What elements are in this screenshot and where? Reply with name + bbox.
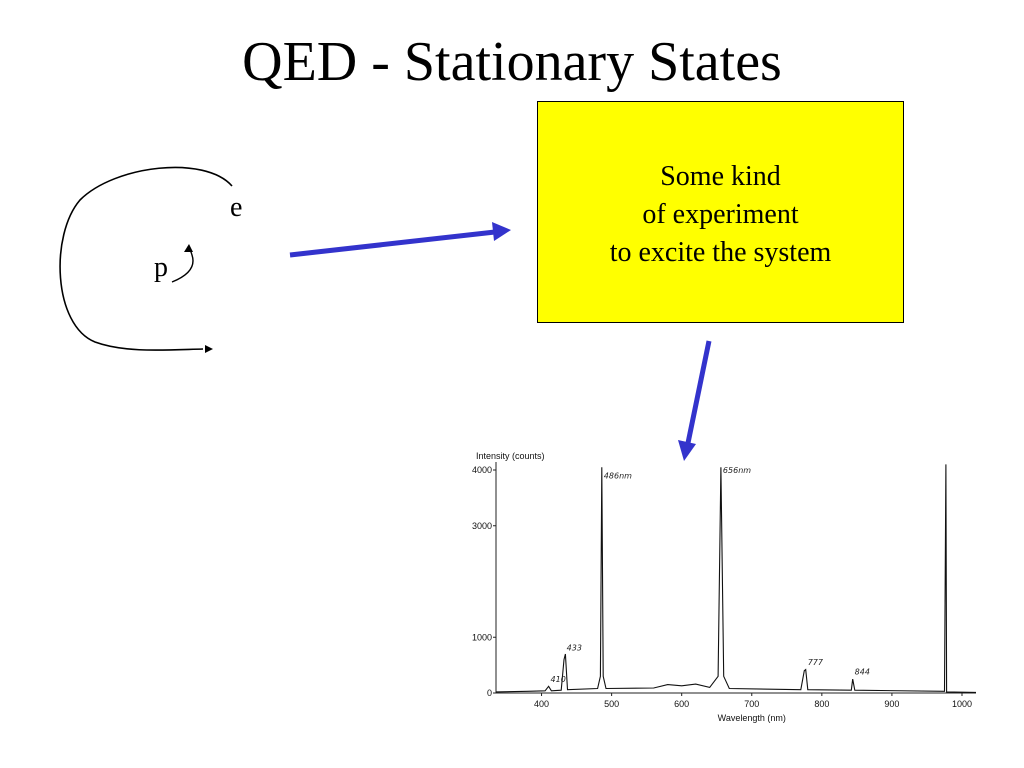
x-tick-label: 700 — [744, 699, 759, 709]
peak-annotation: 433 — [567, 644, 582, 653]
emission-spectrum-chart: 0 1000 3000 4000 400 500 600 700 800 900 1000 Inten… — [466, 440, 986, 740]
orbit-arrowhead — [205, 345, 213, 353]
y-tick-label: 3000 — [472, 521, 492, 531]
peak-annotation: 844 — [855, 668, 870, 677]
experiment-line-1: Some kind — [660, 161, 781, 192]
y-axis-title: Intensity (counts) — [476, 451, 545, 461]
atom-orbit-diagram — [59, 166, 233, 353]
x-tick-label: 600 — [674, 699, 689, 709]
y-tick-label: 4000 — [472, 465, 492, 475]
peak-annotation: 777 — [808, 658, 824, 667]
peak-annotation: 410 — [551, 675, 566, 684]
electron-label: e — [230, 192, 243, 223]
x-tick-label: 500 — [604, 699, 619, 709]
x-axis-title: Wavelength (nm) — [718, 713, 786, 723]
x-tick-label: 900 — [884, 699, 899, 709]
spectrum-series-line — [495, 464, 977, 693]
experiment-line-3: to excite the system — [609, 237, 832, 268]
slide-title: QED - Stationary States — [242, 31, 782, 93]
x-tick-label: 1000 — [952, 699, 972, 709]
y-tick-label: 0 — [487, 688, 492, 698]
arrow-to-spectrum — [678, 340, 712, 461]
proton-spin-arrowhead — [184, 244, 193, 252]
spectrum-svg: 0 1000 3000 4000 400 500 600 700 800 900 1000 Inten… — [472, 451, 977, 723]
electron-orbit-path — [59, 166, 233, 351]
experiment-box: Some kind of experiment to excite the sy… — [537, 101, 904, 323]
x-tick-label: 800 — [814, 699, 829, 709]
x-tick-label: 400 — [534, 699, 549, 709]
experiment-line-2: of experiment — [642, 199, 799, 230]
peak-annotation: 656nm — [723, 466, 751, 475]
arrow-to-experiment — [289, 222, 511, 258]
y-tick-label: 1000 — [472, 632, 492, 642]
peak-annotation: 486nm — [604, 471, 632, 480]
proton-label: p — [154, 252, 168, 283]
